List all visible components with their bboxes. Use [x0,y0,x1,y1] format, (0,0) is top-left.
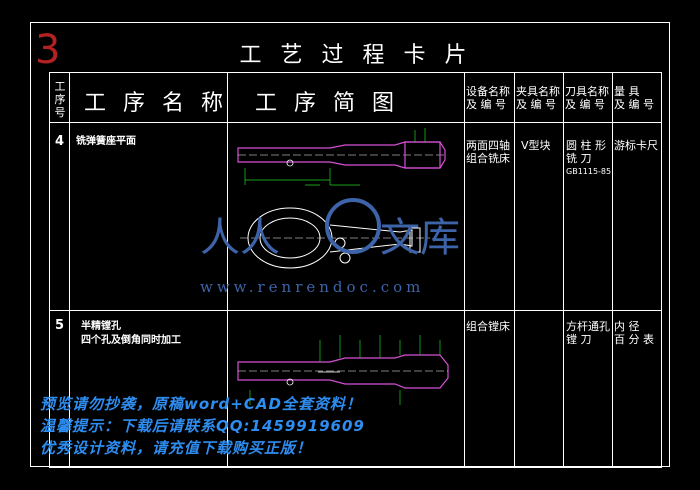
row-divider [49,310,662,311]
dimension-lines-1 [244,128,426,186]
watermark-logo [325,198,381,254]
col-divider [69,72,70,468]
col-divider [514,72,515,468]
header-fixture: 夹具名称及 编 号 [516,85,560,111]
row-4-name: 铣弹簧座平面 [76,136,136,147]
header-step-name: 工 序 名 称 [84,91,228,116]
pin-hole [286,378,294,386]
drawing-frame [30,22,670,467]
connecting-rod-side-view-1 [237,141,446,169]
header-step-sketch: 工 序 简 图 [255,91,399,116]
row-5-gauge: 内 径百 分 表 [614,320,654,346]
promo-line-3: 优秀设计资料，请充值下载购买正版！ [40,439,313,457]
col-divider [563,72,564,468]
header-gauge: 量 具及 编 号 [614,85,654,111]
col-divider [612,72,613,468]
header-step-no: 工序号 [54,80,66,119]
row-5-name: 半精镗孔四个孔及倒角同时加工 [81,321,181,346]
col-divider [227,72,228,468]
row-5-equipment: 组合镗床 [466,320,510,333]
connecting-rod-side-view-2 [237,354,449,389]
header-cutting-tool: 刀具名称及 编 号 [565,85,609,111]
row-4-tool: 圆 柱 形铣 刀 GB1115-85 [566,139,612,176]
row-4-gauge: 游标卡尺 [614,139,658,152]
promo-line-1: 预览请勿抄袭，原稿word+CAD全套资料！ [40,395,362,413]
row-5-tool: 方杆通孔镗 刀 [566,320,610,346]
row-4-number: 4 [55,134,65,149]
process-table [49,72,662,468]
watermark-right-text: 文库 [380,215,460,261]
row-4-equipment: 两面四轴组合铣床 [466,139,510,165]
row-5-number: 5 [55,318,65,333]
card-title: 工 艺 过 程 卡 片 [239,43,473,68]
pin-hole [286,159,294,167]
watermark-url: www.renrendoc.com [200,278,425,296]
dimension-lines-2 [249,335,441,405]
sheet-number: 3 [35,27,61,73]
row-4-fixture: V型块 [521,139,551,152]
promo-line-2: 温馨提示：下载后请联系QQ:1459919609 [40,417,365,435]
col-divider [464,72,465,468]
header-equipment: 设备名称及 编 号 [466,85,510,111]
header-divider [49,122,662,123]
watermark-left-text: 人人 [200,215,280,261]
